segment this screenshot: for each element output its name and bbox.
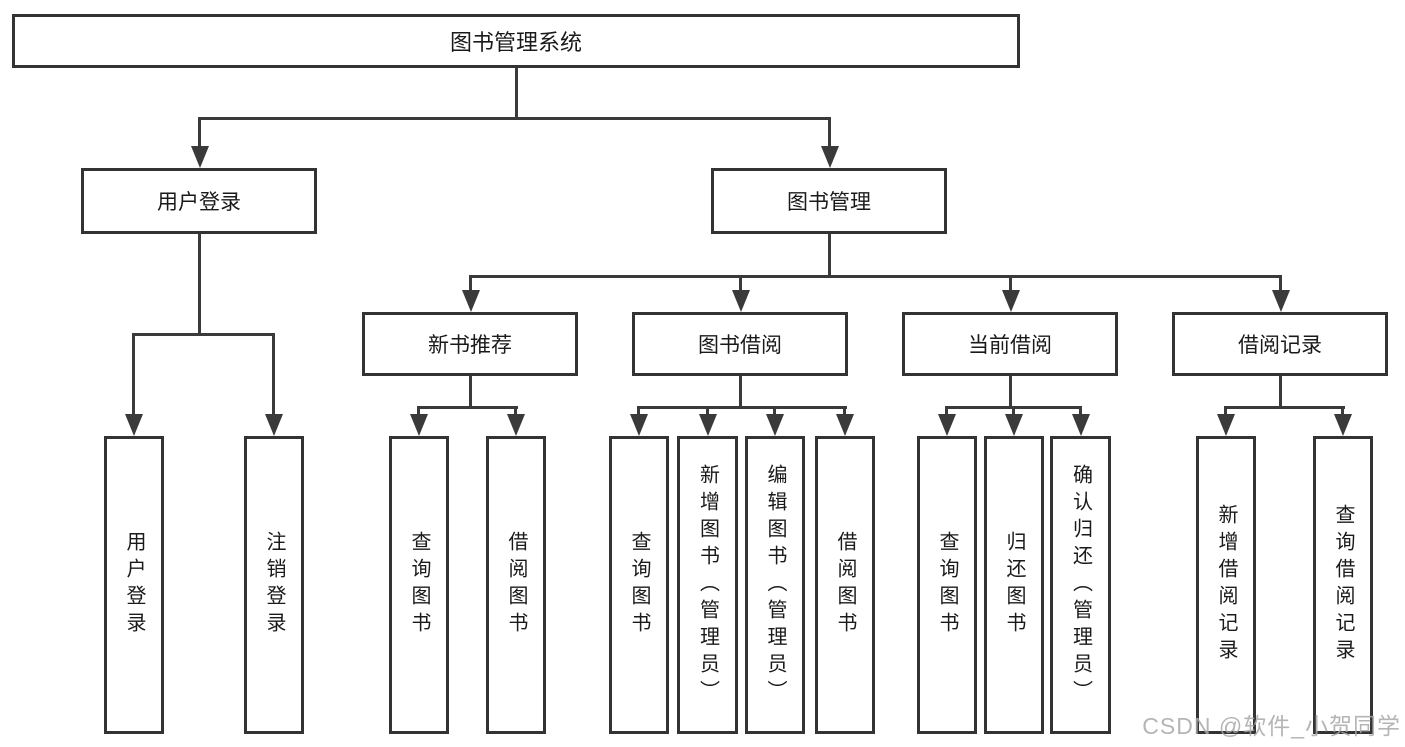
connector-vline bbox=[1009, 275, 1012, 293]
node-user-login: 用户登录 bbox=[81, 168, 317, 234]
leaf-borrow-books-recommend: 借阅图书 bbox=[486, 436, 546, 734]
arrow-down-icon bbox=[1005, 414, 1023, 436]
connector-vline bbox=[1341, 406, 1344, 418]
connector-hline bbox=[417, 406, 518, 409]
connector-vline bbox=[132, 333, 135, 416]
leaf-user-login: 用户登录 bbox=[104, 436, 164, 734]
connector-vline bbox=[1009, 376, 1012, 409]
connector-vline bbox=[1224, 406, 1227, 418]
connector-vline bbox=[739, 275, 742, 293]
node-current-borrowing: 当前借阅 bbox=[902, 312, 1118, 376]
connector-hline bbox=[469, 275, 1282, 278]
csdn-watermark: CSDN @软件_小贺同学 bbox=[1142, 713, 1401, 739]
arrow-down-icon bbox=[766, 414, 784, 436]
arrow-down-icon bbox=[507, 414, 525, 436]
arrow-down-icon bbox=[630, 414, 648, 436]
node-label: 用户登录 bbox=[157, 191, 241, 214]
arrow-down-icon bbox=[265, 414, 283, 436]
node-label: 当前借阅 bbox=[968, 334, 1052, 357]
leaf-confirm-return-admin: 确认归还（管理员） bbox=[1050, 436, 1111, 734]
node-label: 新书推荐 bbox=[428, 334, 512, 357]
connector-vline bbox=[1079, 406, 1082, 418]
arrow-down-icon bbox=[732, 290, 750, 312]
connector-vline bbox=[515, 68, 518, 120]
connector-hline bbox=[637, 406, 847, 409]
node-new-book-recommendation: 新书推荐 bbox=[362, 312, 578, 376]
node-label: 查询图书 bbox=[628, 531, 650, 639]
arrow-down-icon bbox=[938, 414, 956, 436]
leaf-logout: 注销登录 bbox=[244, 436, 304, 734]
connector-vline bbox=[945, 406, 948, 418]
node-label: 归还图书 bbox=[1003, 531, 1025, 639]
node-label: 注销登录 bbox=[263, 531, 285, 639]
connector-vline bbox=[828, 234, 831, 278]
connector-vline bbox=[843, 406, 846, 418]
connector-vline bbox=[469, 376, 472, 409]
arrow-down-icon bbox=[125, 414, 143, 436]
leaf-query-books-borrowing: 查询图书 bbox=[609, 436, 669, 734]
connector-vline bbox=[469, 275, 472, 293]
node-book-borrowing: 图书借阅 bbox=[632, 312, 848, 376]
connector-vline bbox=[739, 376, 742, 409]
leaf-add-books-admin: 新增图书（管理员） bbox=[677, 436, 738, 734]
arrow-down-icon bbox=[1272, 290, 1290, 312]
connector-vline bbox=[417, 406, 420, 418]
connector-vline bbox=[272, 333, 275, 416]
leaf-query-borrow-record: 查询借阅记录 bbox=[1313, 436, 1373, 734]
arrow-down-icon bbox=[410, 414, 428, 436]
node-label: 新增借阅记录 bbox=[1215, 504, 1237, 666]
node-label: 查询图书 bbox=[408, 531, 430, 639]
arrow-down-icon bbox=[462, 290, 480, 312]
node-borrowing-records: 借阅记录 bbox=[1172, 312, 1388, 376]
node-label: 新增图书（管理员） bbox=[696, 463, 719, 707]
node-label: 借阅图书 bbox=[505, 531, 527, 639]
arrow-down-icon bbox=[191, 146, 209, 168]
arrow-down-icon bbox=[699, 414, 717, 436]
node-label: 借阅图书 bbox=[834, 531, 856, 639]
node-library-management-system: 图书管理系统 bbox=[12, 14, 1020, 68]
connector-hline bbox=[1224, 406, 1345, 409]
node-label: 确认归还（管理员） bbox=[1069, 463, 1092, 707]
connector-vline bbox=[1279, 376, 1282, 409]
node-label: 图书管理系统 bbox=[449, 30, 582, 55]
arrow-down-icon bbox=[1002, 290, 1020, 312]
connector-vline bbox=[514, 406, 517, 418]
arrow-down-icon bbox=[821, 146, 839, 168]
connector-hline bbox=[132, 333, 275, 336]
leaf-add-borrow-record: 新增借阅记录 bbox=[1196, 436, 1256, 734]
connector-vline bbox=[1012, 406, 1015, 418]
connector-vline bbox=[198, 234, 201, 336]
leaf-edit-books-admin: 编辑图书（管理员） bbox=[745, 436, 805, 734]
arrow-down-icon bbox=[1334, 414, 1352, 436]
connector-vline bbox=[773, 406, 776, 418]
connector-vline bbox=[828, 117, 831, 150]
arrow-down-icon bbox=[1217, 414, 1235, 436]
connector-vline bbox=[1279, 275, 1282, 293]
connector-hline bbox=[198, 117, 831, 120]
node-label: 借阅记录 bbox=[1238, 334, 1322, 357]
node-label: 用户登录 bbox=[123, 531, 145, 639]
node-label: 查询借阅记录 bbox=[1332, 504, 1354, 666]
connector-vline bbox=[198, 117, 201, 150]
node-label: 图书管理 bbox=[787, 191, 871, 214]
arrow-down-icon bbox=[836, 414, 854, 436]
leaf-borrow-books-borrowing: 借阅图书 bbox=[815, 436, 875, 734]
connector-vline bbox=[706, 406, 709, 418]
node-label: 图书借阅 bbox=[698, 334, 782, 357]
leaf-return-books: 归还图书 bbox=[984, 436, 1044, 734]
connector-vline bbox=[637, 406, 640, 418]
node-label: 查询图书 bbox=[936, 531, 958, 639]
node-book-management: 图书管理 bbox=[711, 168, 947, 234]
arrow-down-icon bbox=[1072, 414, 1090, 436]
leaf-query-books-current: 查询图书 bbox=[917, 436, 977, 734]
leaf-query-books-recommend: 查询图书 bbox=[389, 436, 449, 734]
node-label: 编辑图书（管理员） bbox=[764, 463, 786, 707]
